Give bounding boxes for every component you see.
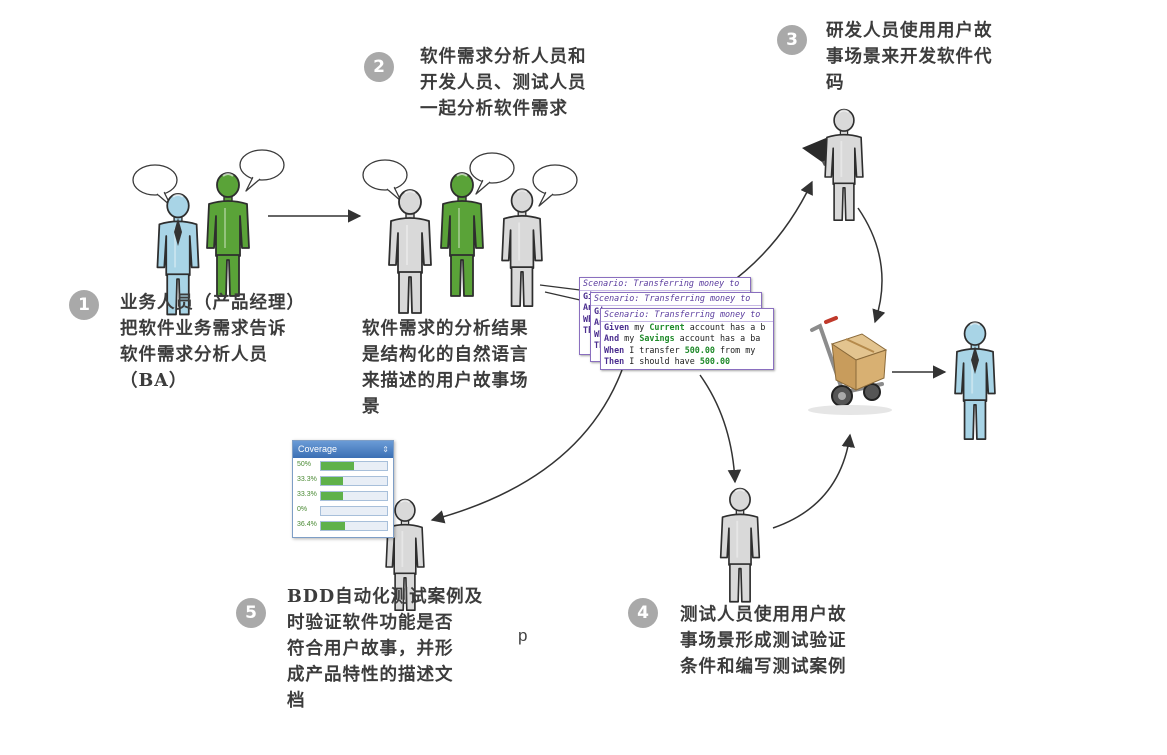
coverage-bar-track — [320, 506, 388, 516]
business-person-icon — [156, 192, 200, 316]
step-4-badge: 4 — [628, 598, 658, 628]
coverage-row: 36.4% — [293, 518, 393, 533]
bubble-analyst — [238, 148, 286, 193]
qa-person-icon — [719, 487, 761, 603]
coverage-bar-fill — [321, 492, 343, 500]
chevron-down-icon: ⇕ — [382, 445, 389, 454]
coverage-bar-fill — [321, 522, 345, 530]
coverage-percent: 33.3% — [297, 476, 317, 483]
analysis-result-text: 软件需求的分析结果是结构化的自然语言来描述的用户故事场景 — [362, 319, 529, 417]
tester-person-icon — [501, 188, 543, 308]
analyst-person-icon — [206, 172, 250, 297]
stray-letter: p — [518, 626, 528, 645]
coverage-percent: 33.3% — [297, 491, 317, 498]
coverage-header: Coverage⇕ — [293, 441, 393, 458]
scenario-card-front: Scenario: Transferring money to Given my… — [600, 308, 774, 370]
connector-line — [539, 284, 581, 291]
step-2-badge: 2 — [364, 52, 394, 82]
coverage-row: 50% — [293, 458, 393, 473]
bubble-analysis-middle — [468, 151, 516, 196]
bubble-analysis-right — [531, 163, 579, 208]
coverage-report: Coverage⇕ 50% 33.3% 33.3% 0% 36.4% — [292, 440, 394, 538]
arrow-icon — [772, 433, 855, 529]
coverage-bar-track — [320, 491, 388, 501]
connector-line — [544, 291, 581, 301]
step-4-text: 测试人员使用用户故事场景形成测试验证条件和编写测试案例 — [680, 605, 847, 677]
arrow-icon — [857, 207, 886, 324]
box-icon — [830, 333, 888, 391]
step-1-badge: 1 — [69, 290, 99, 320]
coverage-row: 33.3% — [293, 473, 393, 488]
customer-person-icon — [954, 321, 996, 441]
coder-person-icon — [824, 108, 864, 222]
step-5-badge: 5 — [236, 598, 266, 628]
coverage-row: 0% — [293, 503, 393, 518]
coverage-percent: 36.4% — [297, 521, 317, 528]
coverage-row: 33.3% — [293, 488, 393, 503]
coverage-percent: 50% — [297, 461, 312, 468]
step-3-text: 研发人员使用用户故事场景来开发软件代码 — [826, 21, 993, 93]
arrow-icon — [430, 369, 623, 524]
coverage-bar-track — [320, 476, 388, 486]
coverage-rows: 50% 33.3% 33.3% 0% 36.4% — [293, 458, 393, 533]
step-1-text: 业务人员（产品经理）把软件业务需求告诉软件需求分析人员（BA） — [120, 293, 305, 391]
developer-person-icon — [388, 189, 432, 314]
coverage-bar-fill — [321, 477, 343, 485]
step-2-text: 软件需求分析人员和开发人员、测试人员一起分析软件需求 — [420, 47, 587, 119]
coverage-bar-track — [320, 461, 388, 471]
step-3-badge: 3 — [777, 25, 807, 55]
step-5-text: BDD自动化测试案例及时验证软件功能是否符合用户故事，并形成产品特性的描述文档 — [287, 587, 484, 711]
coverage-percent: 0% — [297, 506, 308, 513]
coverage-bar-track — [320, 521, 388, 531]
coverage-bar-fill — [321, 462, 354, 470]
arrow-icon — [699, 374, 742, 484]
